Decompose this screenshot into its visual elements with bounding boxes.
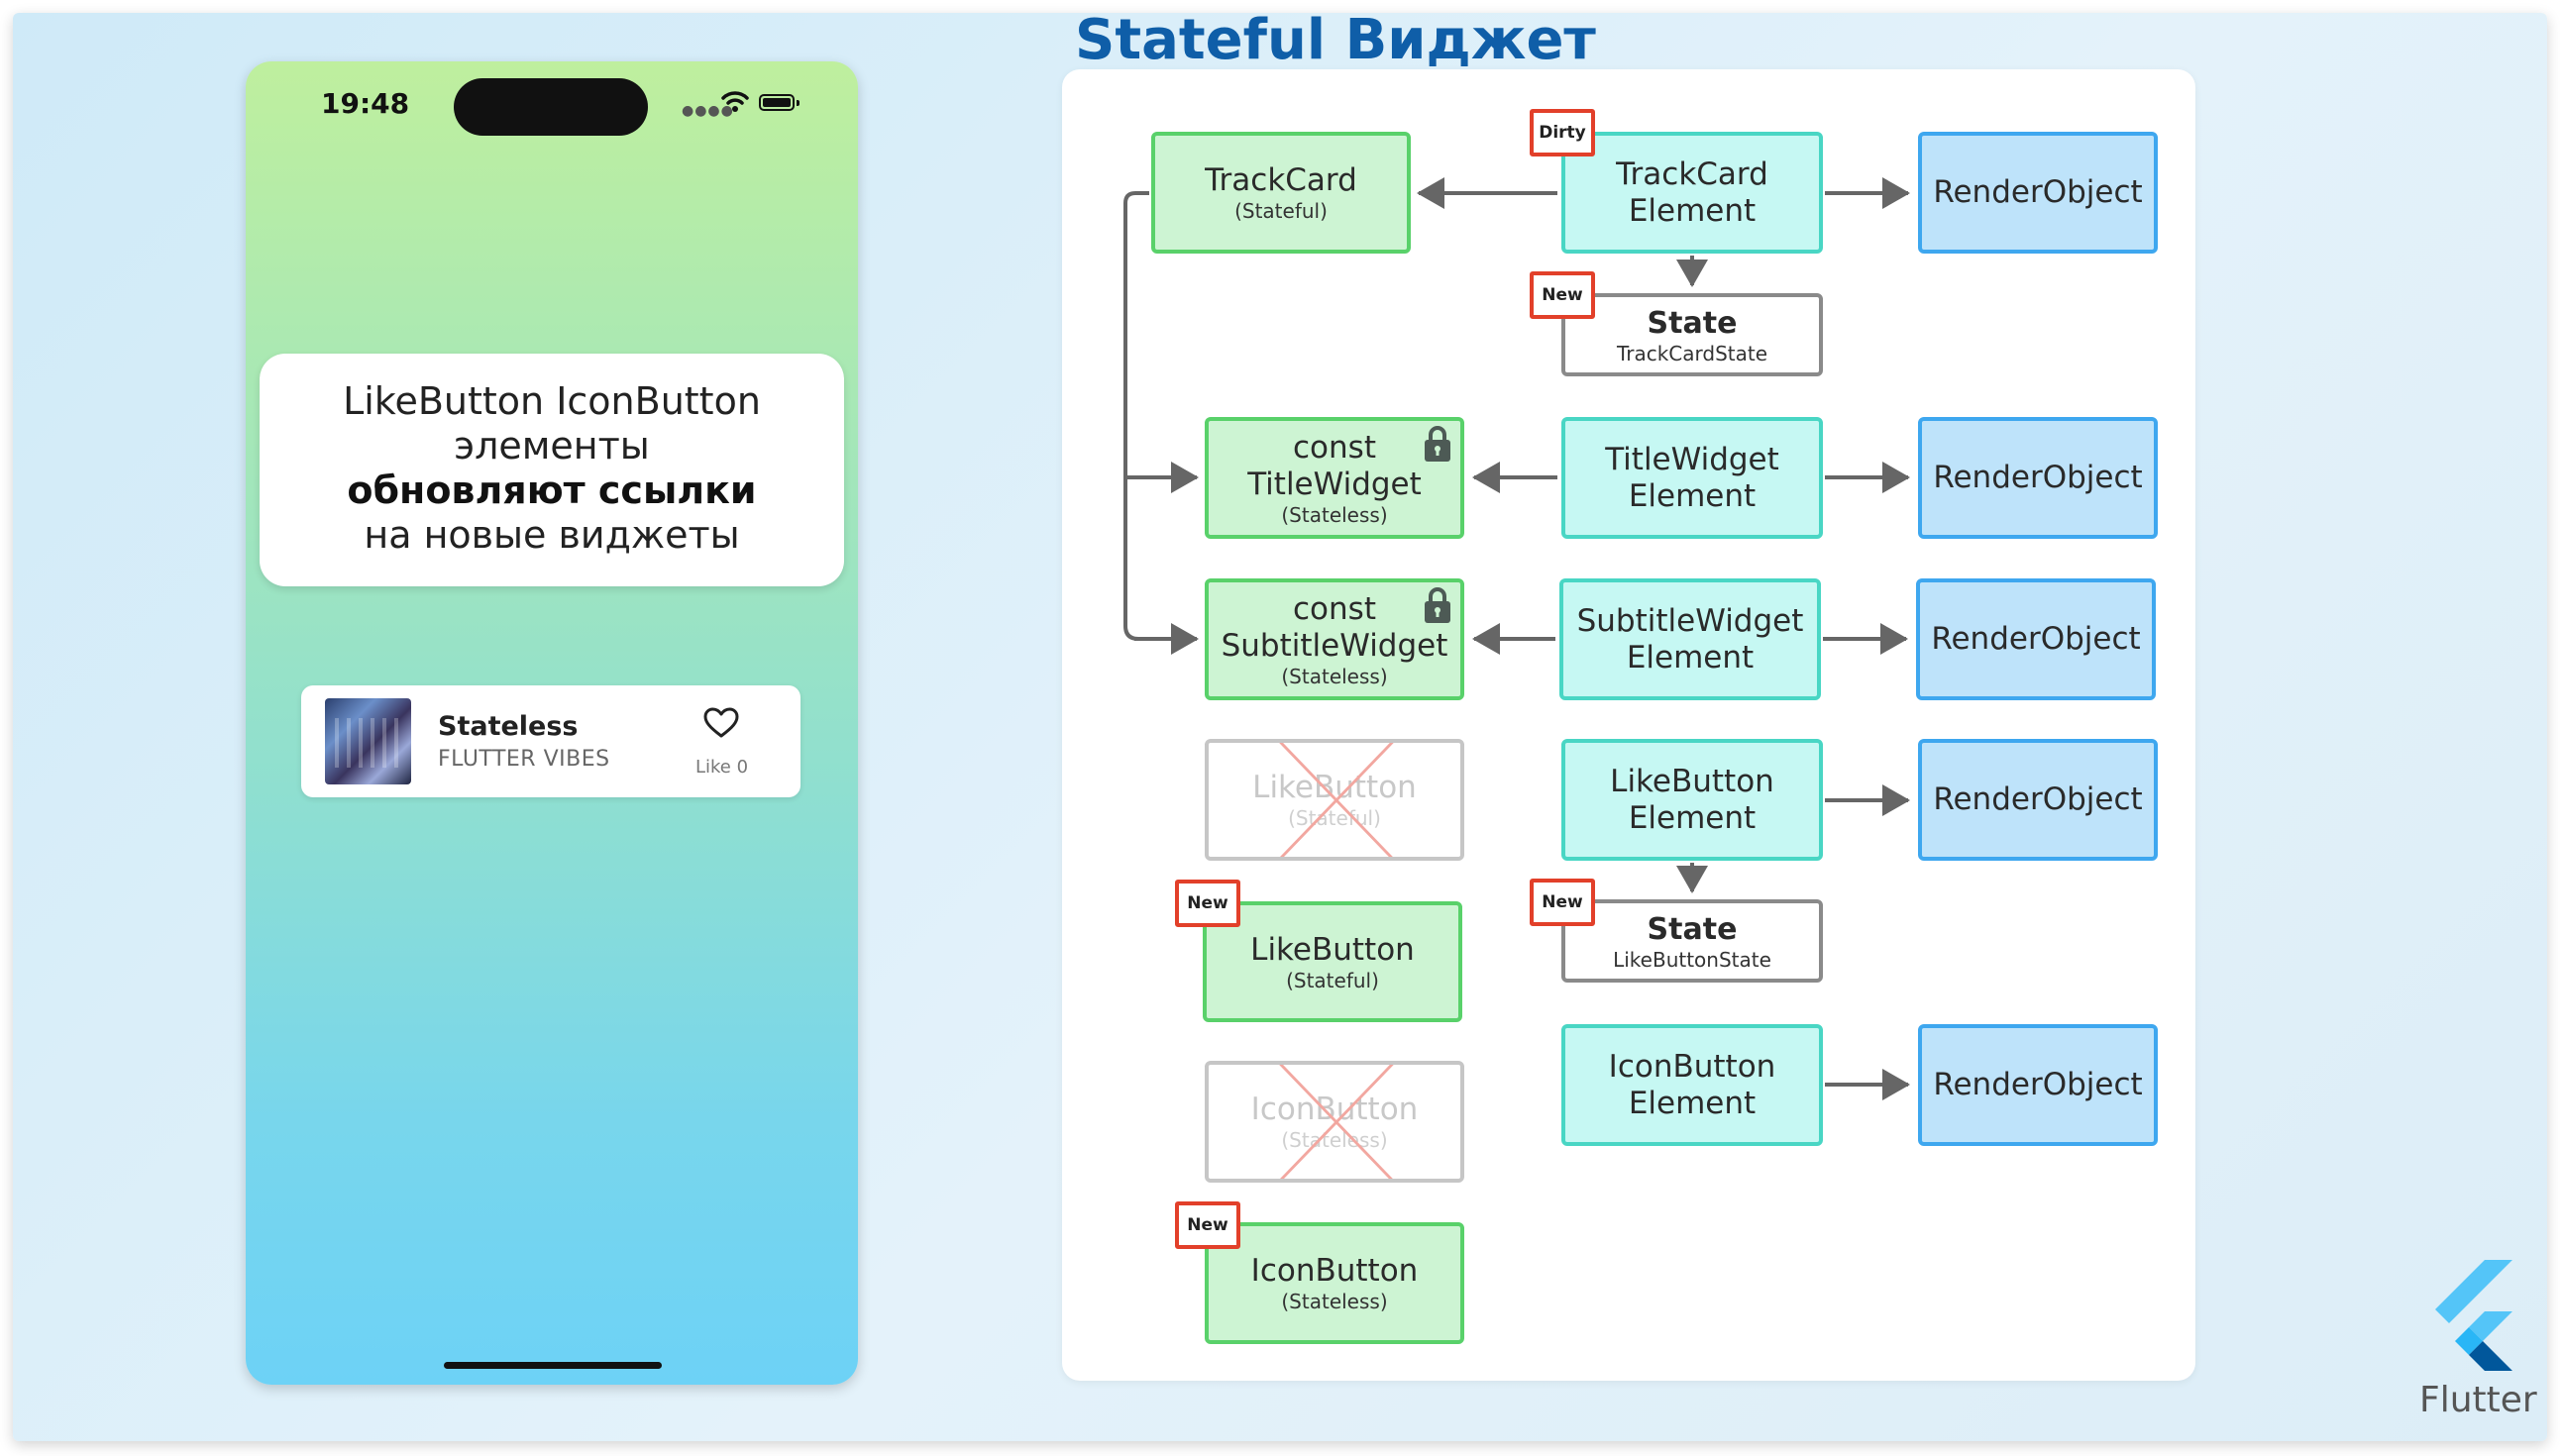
- wifi-icon: [721, 91, 749, 112]
- widget-const: const: [1293, 590, 1376, 627]
- likebutton-widget-old: LikeButton (Stateful): [1205, 739, 1464, 861]
- removed-cross-icon: [1279, 743, 1394, 857]
- new-tag: New: [1175, 1201, 1240, 1249]
- battery-icon: [759, 94, 795, 111]
- widget-kind: (Stateful): [1288, 806, 1381, 830]
- iconbutton-render-object: RenderObject: [1918, 1024, 2158, 1146]
- subtitle-render-object: RenderObject: [1916, 578, 2156, 700]
- track-title: Stateless: [438, 711, 579, 742]
- element-line-2: Element: [1628, 477, 1757, 514]
- widget-name: IconButton: [1250, 1253, 1419, 1289]
- title-render-object: RenderObject: [1918, 417, 2158, 539]
- iconbutton-element: IconButton Element: [1561, 1024, 1823, 1146]
- render-label: RenderObject: [1933, 1067, 2143, 1102]
- element-line-1: SubtitleWidget: [1576, 602, 1804, 639]
- battery-cap: [797, 100, 800, 106]
- phone-mockup: 19:48 ●●●● LikeButton IconButton элемент…: [246, 61, 858, 1385]
- widget-kind: (Stateful): [1234, 199, 1328, 223]
- element-line-1: IconButton: [1608, 1048, 1776, 1085]
- status-icons: ●●●●: [682, 89, 810, 119]
- trackcard-element: TrackCard Element: [1561, 132, 1823, 254]
- callout-line-3: обновляют ссылки: [347, 468, 757, 512]
- widget-kind: (Stateless): [1281, 1290, 1388, 1313]
- track-card[interactable]: Stateless FLUTTER VIBES Like 0: [301, 685, 800, 797]
- widget-kind: (Stateless): [1281, 502, 1388, 527]
- widget-kind: (Stateful): [1286, 968, 1379, 992]
- trackcard-widget: TrackCard (Stateful): [1151, 132, 1411, 254]
- subtitle-element: SubtitleWidget Element: [1559, 578, 1821, 700]
- dirty-tag: Dirty: [1530, 109, 1595, 156]
- render-label: RenderObject: [1933, 174, 2143, 210]
- new-tag: New: [1530, 879, 1595, 926]
- widget-kind: (Stateless): [1281, 664, 1388, 688]
- callout-line-1: LikeButton IconButton: [343, 379, 761, 423]
- flutter-logo-icon: [2435, 1260, 2512, 1371]
- diagram-panel: [1062, 69, 2195, 1381]
- widget-name: LikeButton: [1250, 931, 1415, 968]
- removed-cross-icon: [1279, 1065, 1394, 1179]
- widget-const: const: [1293, 429, 1376, 466]
- element-line-2: Element: [1628, 799, 1757, 836]
- heart-icon[interactable]: [703, 707, 739, 739]
- element-line-1: LikeButton: [1610, 763, 1774, 799]
- title-element: TitleWidget Element: [1561, 417, 1823, 539]
- title-widget: const TitleWidget (Stateless): [1205, 417, 1464, 539]
- state-class: TrackCardState: [1616, 341, 1768, 365]
- state-name: State: [1647, 911, 1738, 947]
- trackcard-render-object: RenderObject: [1918, 132, 2158, 254]
- signal-dots-icon: ●●●●: [682, 103, 734, 119]
- album-cover-image: [325, 698, 411, 784]
- callout-line-4: на новые виджеты: [364, 513, 740, 557]
- likebutton-element: LikeButton Element: [1561, 739, 1823, 861]
- element-line-2: Element: [1628, 192, 1757, 229]
- page-title: Stateful Виджет: [1075, 8, 1596, 72]
- status-time: 19:48: [321, 87, 410, 120]
- element-line-1: TitleWidget: [1605, 441, 1779, 477]
- flutter-brand-label: Flutter: [2419, 1380, 2537, 1420]
- state-class: LikeButtonState: [1613, 947, 1771, 972]
- render-label: RenderObject: [1933, 460, 2143, 495]
- likebutton-render-object: RenderObject: [1918, 739, 2158, 861]
- home-indicator: [444, 1362, 662, 1369]
- render-label: RenderObject: [1933, 781, 2143, 817]
- iconbutton-widget-new: IconButton (Stateless): [1205, 1222, 1464, 1344]
- element-line-2: Element: [1628, 1085, 1757, 1121]
- widget-name: TitleWidget: [1247, 466, 1422, 502]
- track-subtitle: FLUTTER VIBES: [438, 747, 610, 772]
- widget-name: SubtitleWidget: [1221, 627, 1448, 664]
- lock-icon: [1425, 426, 1450, 462]
- like-count-label: Like 0: [695, 757, 749, 778]
- new-tag: New: [1175, 880, 1240, 927]
- new-tag: New: [1530, 271, 1595, 319]
- element-line-1: TrackCard: [1616, 156, 1768, 192]
- state-name: State: [1647, 305, 1738, 341]
- iconbutton-widget-old: IconButton (Stateless): [1205, 1061, 1464, 1183]
- lock-icon: [1425, 587, 1450, 623]
- render-label: RenderObject: [1931, 621, 2141, 657]
- callout-line-2: элементы: [454, 424, 650, 468]
- dynamic-island: [454, 78, 648, 136]
- element-line-2: Element: [1626, 639, 1755, 676]
- subtitle-widget: const SubtitleWidget (Stateless): [1205, 578, 1464, 700]
- widget-name: TrackCard: [1205, 162, 1357, 198]
- info-callout: LikeButton IconButton элементы обновляют…: [260, 354, 844, 586]
- trackcard-state: State TrackCardState: [1561, 293, 1823, 376]
- likebutton-widget-new: LikeButton (Stateful): [1203, 901, 1462, 1022]
- widget-kind: (Stateless): [1281, 1128, 1388, 1152]
- likebutton-state: State LikeButtonState: [1561, 899, 1823, 983]
